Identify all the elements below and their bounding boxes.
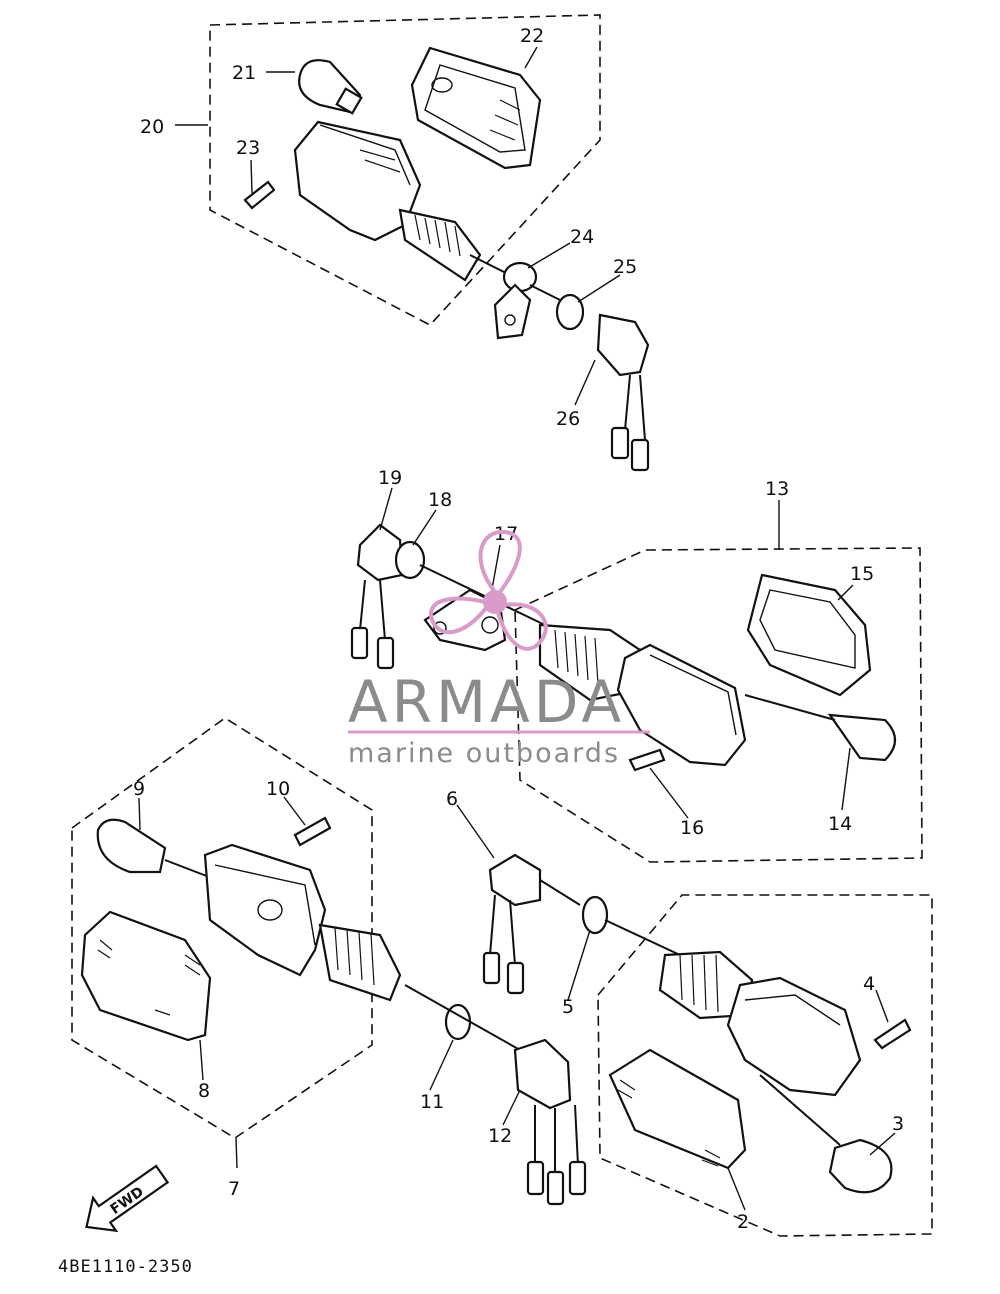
callout-23: 23 — [236, 137, 260, 159]
screw-part-4 — [873, 1018, 912, 1050]
callout-8: 8 — [198, 1080, 210, 1102]
screw-part-10 — [293, 816, 332, 847]
screw-part-16 — [628, 748, 666, 772]
callout-21: 21 — [232, 62, 256, 84]
callout-3: 3 — [892, 1113, 904, 1135]
lens-part-22 — [410, 46, 542, 170]
connector-part-19 — [350, 523, 404, 670]
watermark-tagline: marine outboards — [348, 738, 620, 769]
callout-14: 14 — [828, 813, 852, 835]
assembly-middle — [350, 523, 923, 863]
callout-25: 25 — [613, 256, 637, 278]
lens-part-15 — [746, 573, 872, 697]
housing-lower-left — [203, 843, 402, 1002]
bulb-part-14 — [827, 713, 897, 762]
bulb-part-3 — [759, 1074, 893, 1194]
connector-part-12 — [513, 1038, 587, 1206]
callout-22: 22 — [520, 25, 544, 47]
watermark-brand: ARMADA — [348, 668, 625, 736]
washer-part-18 — [394, 540, 426, 580]
screw-part-23 — [243, 180, 276, 210]
callout-26: 26 — [556, 408, 580, 430]
assembly-lower-left — [71, 717, 402, 1139]
bulb-part-21 — [298, 59, 363, 115]
lens-part-2 — [608, 1048, 747, 1170]
callout-5: 5 — [562, 996, 574, 1018]
callout-15: 15 — [850, 563, 874, 585]
part-code: 4BE1110-2350 — [58, 1257, 193, 1277]
callout-13: 13 — [765, 478, 789, 500]
propeller-icon — [429, 529, 548, 651]
callout-18: 18 — [428, 489, 452, 511]
washer-part-25 — [555, 293, 585, 331]
callout-16: 16 — [680, 817, 704, 839]
callout-4: 4 — [863, 973, 875, 995]
housing-lower-right — [658, 950, 862, 1097]
cable-group — [404, 853, 681, 1206]
housing-middle — [538, 623, 747, 767]
housing-top — [293, 120, 521, 282]
callout-6: 6 — [446, 788, 458, 810]
connector-part-6 — [482, 853, 581, 995]
washer-part-5 — [581, 895, 609, 935]
callout-12: 12 — [488, 1125, 512, 1147]
callout-11: 11 — [420, 1091, 444, 1113]
assembly-top — [209, 14, 650, 472]
callout-9: 9 — [133, 778, 145, 800]
connector-part-26 — [596, 313, 650, 472]
assembly-lower-right — [597, 894, 933, 1237]
lens-part-8 — [80, 910, 212, 1042]
callout-19: 19 — [378, 467, 402, 489]
bracket-part-24 — [493, 261, 538, 340]
callout-24: 24 — [570, 226, 594, 248]
callout-20: 20 — [140, 116, 164, 138]
callout-10: 10 — [266, 778, 290, 800]
callout-7: 7 — [228, 1178, 240, 1200]
fwd-arrow: FWD — [85, 1164, 170, 1233]
callout-labels: 2 3 4 5 6 7 8 9 10 11 12 13 14 15 16 17 … — [133, 25, 904, 1233]
callout-2: 2 — [737, 1211, 749, 1233]
leader-lines — [138, 46, 896, 1211]
watermark: ARMADA marine outboards — [348, 529, 650, 769]
